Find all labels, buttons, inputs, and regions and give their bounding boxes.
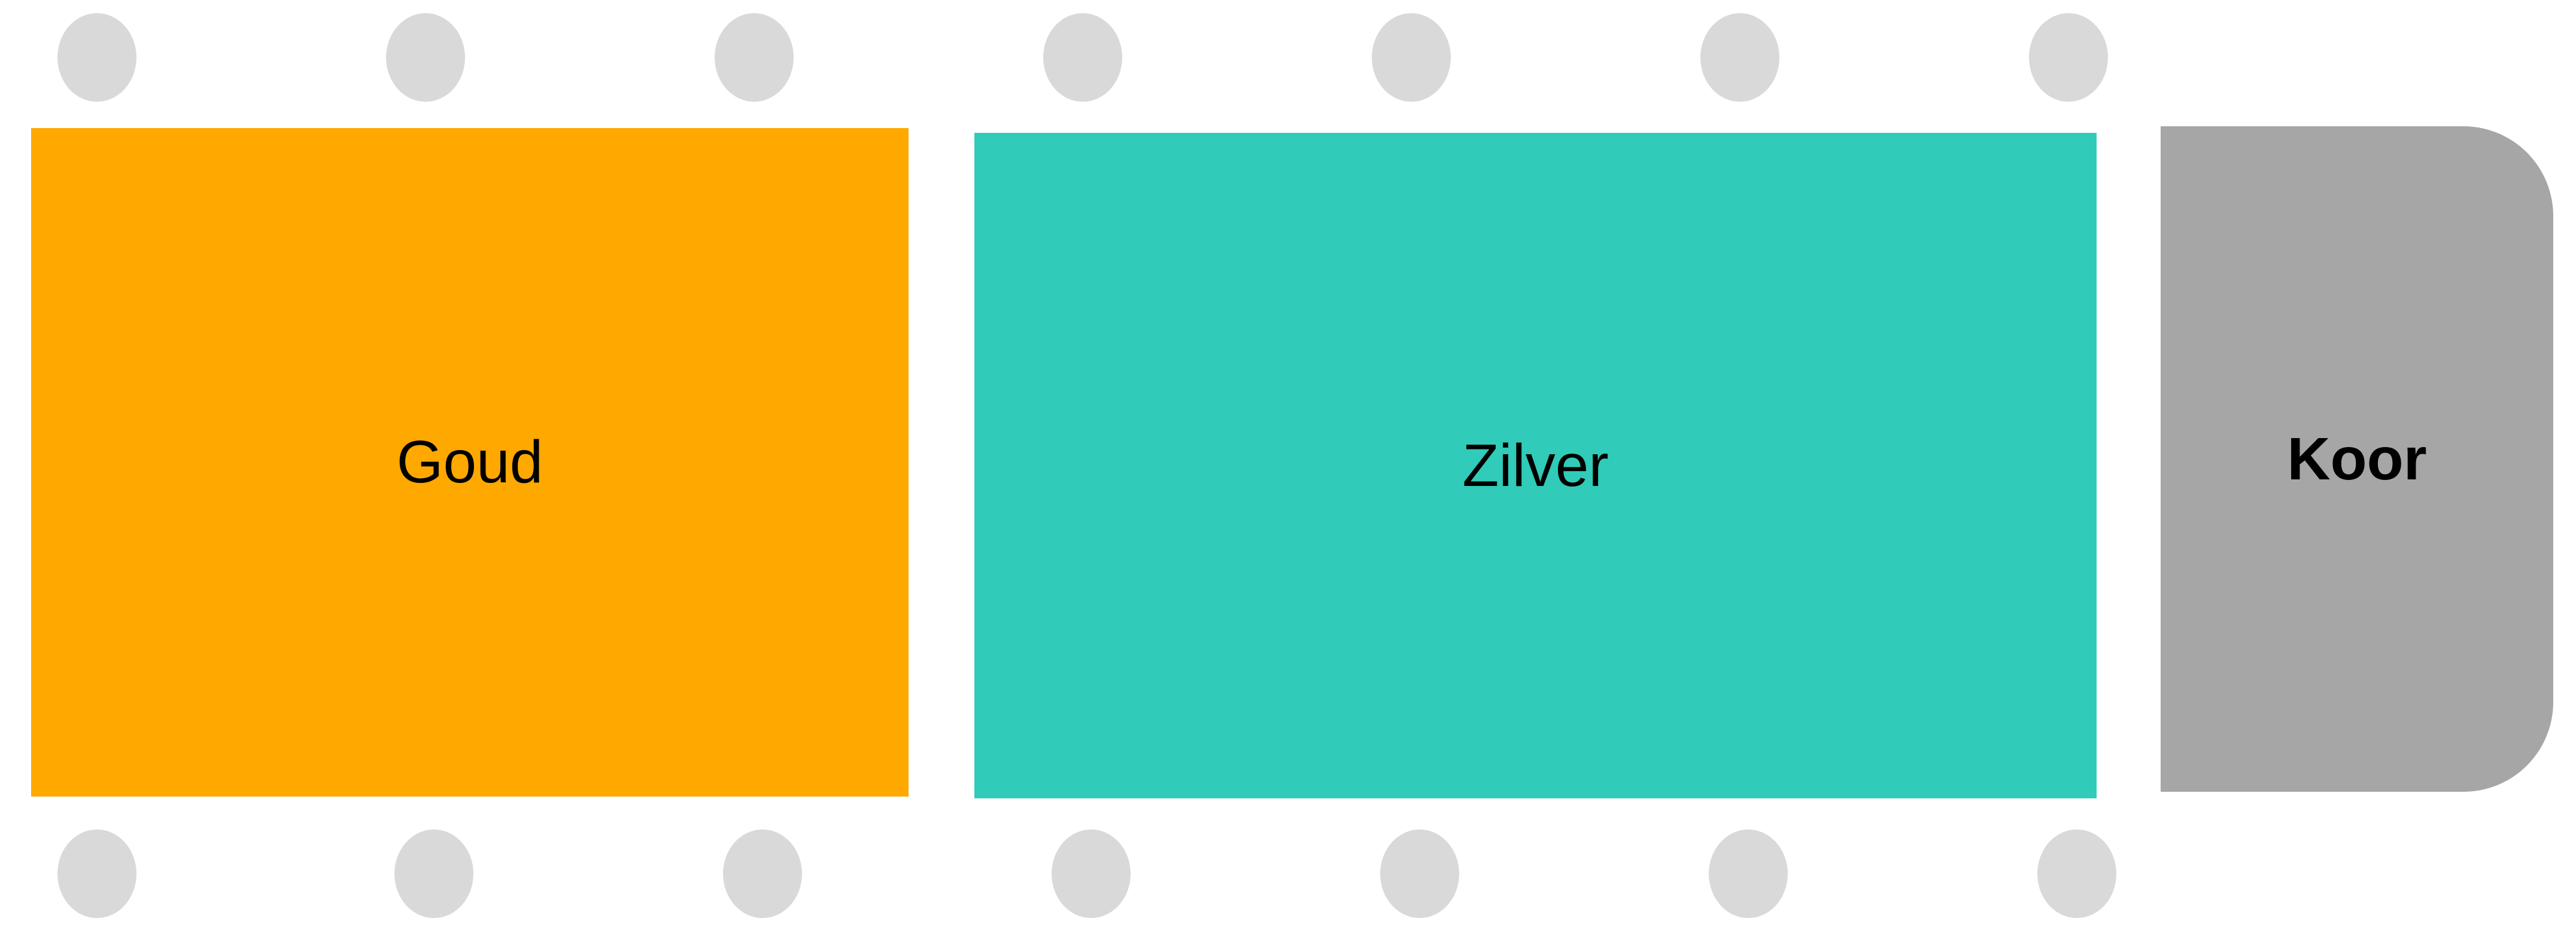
seat-top-3[interactable] xyxy=(715,13,794,102)
seat-bottom-6[interactable] xyxy=(1709,829,1788,918)
seat-bottom-2[interactable] xyxy=(394,829,473,918)
section-goud[interactable]: Goud xyxy=(31,128,909,797)
section-koor[interactable]: Koor xyxy=(2161,126,2553,792)
section-koor-label: Koor xyxy=(2287,425,2427,493)
seat-bottom-1[interactable] xyxy=(57,829,136,918)
seat-bottom-4[interactable] xyxy=(1052,829,1131,918)
seat-bottom-7[interactable] xyxy=(2037,829,2116,918)
seat-top-6[interactable] xyxy=(1700,13,1779,102)
seat-top-1[interactable] xyxy=(57,13,136,102)
seat-bottom-5[interactable] xyxy=(1380,829,1459,918)
seat-top-4[interactable] xyxy=(1043,13,1122,102)
seat-top-7[interactable] xyxy=(2029,13,2108,102)
section-zilver[interactable]: Zilver xyxy=(974,133,2097,798)
section-goud-label: Goud xyxy=(396,429,543,496)
seat-top-2[interactable] xyxy=(386,13,465,102)
section-zilver-label: Zilver xyxy=(1462,431,1609,499)
seat-top-5[interactable] xyxy=(1372,13,1451,102)
seat-bottom-3[interactable] xyxy=(723,829,802,918)
